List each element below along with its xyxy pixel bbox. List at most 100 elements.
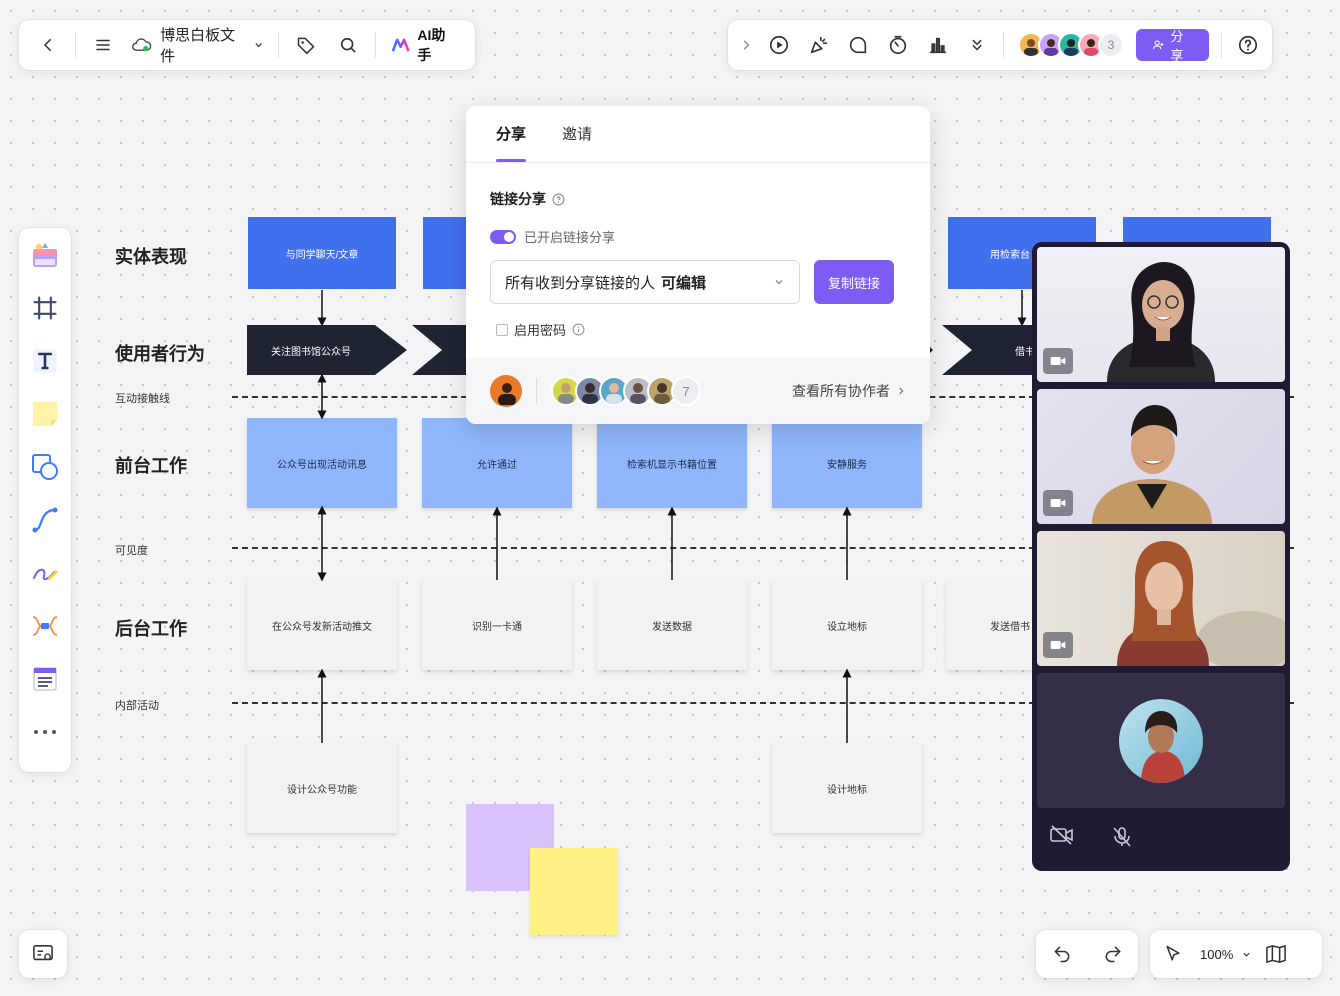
- support-process-box[interactable]: 设计公众号功能: [247, 743, 397, 833]
- video-tile[interactable]: [1037, 389, 1285, 524]
- sub-label-interaction-line: 互动接触线: [115, 393, 170, 405]
- template-button[interactable]: [19, 228, 71, 281]
- toggle-camera-button[interactable]: [1050, 825, 1074, 854]
- chevron-right-icon: [743, 40, 749, 50]
- timer-icon: [889, 35, 907, 55]
- search-button[interactable]: [327, 25, 369, 65]
- help-button[interactable]: [1228, 25, 1268, 65]
- ai-assistant-label: AI助手: [417, 27, 446, 63]
- select-tool-button[interactable]: [1150, 934, 1196, 974]
- chevron-down-icon: [1243, 952, 1250, 957]
- collaborator-avatars[interactable]: 7: [551, 376, 701, 406]
- present-button[interactable]: [759, 25, 799, 65]
- timer-button[interactable]: [878, 25, 918, 65]
- sticky-note-icon: [33, 401, 57, 426]
- divider: [74, 32, 76, 58]
- video-tile[interactable]: [1037, 531, 1285, 666]
- camera-badge: [1043, 632, 1073, 658]
- celebrate-button[interactable]: [799, 25, 839, 65]
- curve-connector-icon: [32, 507, 58, 532]
- microphone-off-icon: [1113, 827, 1131, 847]
- front-stage-box[interactable]: 公众号出现活动讯息: [247, 418, 397, 508]
- link-share-toggle[interactable]: [490, 229, 516, 244]
- more-tools-button[interactable]: [957, 25, 997, 65]
- participant-video: [1117, 541, 1285, 666]
- help-icon[interactable]: [552, 193, 565, 206]
- participant-video: [1092, 405, 1212, 524]
- tag-icon: [297, 37, 315, 55]
- password-checkbox[interactable]: [496, 323, 508, 336]
- avatar: [623, 376, 653, 406]
- behavior-chevron-shape[interactable]: [412, 325, 468, 375]
- permission-select[interactable]: 所有收到分享链接的人可编辑: [490, 260, 800, 304]
- back-stage-box[interactable]: 发送借书: [946, 580, 1036, 670]
- info-icon[interactable]: [572, 323, 585, 336]
- shape-tool[interactable]: [19, 440, 71, 493]
- share-panel-tabs: 分享 邀请: [466, 106, 930, 163]
- entity-box[interactable]: [423, 217, 471, 289]
- back-stage-box[interactable]: 在公众号发新活动推文: [247, 580, 397, 670]
- zoom-dropdown[interactable]: 100%: [1196, 947, 1256, 962]
- file-title-dropdown[interactable]: 博思白板文件: [123, 24, 272, 66]
- tab-share[interactable]: 分享: [496, 123, 527, 162]
- view-all-collaborators-link[interactable]: 查看所有协作者: [792, 381, 906, 401]
- video-tile[interactable]: [1037, 247, 1285, 382]
- text-tool[interactable]: [19, 334, 71, 387]
- behavior-chevron-shape[interactable]: [247, 325, 407, 375]
- row-label-back-stage: 后台工作: [115, 619, 187, 639]
- share-button[interactable]: 分享: [1135, 29, 1210, 63]
- play-icon: [769, 35, 788, 55]
- sticky-note-yellow[interactable]: [530, 848, 618, 935]
- owner-avatar: [490, 375, 522, 407]
- map-view-button[interactable]: [1256, 934, 1296, 974]
- list-tool[interactable]: [19, 652, 71, 705]
- behavior-chevron-shape[interactable]: [942, 325, 1038, 375]
- visibility-line: [232, 547, 1294, 549]
- undo-icon: [1053, 946, 1069, 963]
- divider: [1221, 32, 1223, 58]
- party-popper-icon: [810, 36, 827, 54]
- behavior-chevron-label: 关注图书馆公众号: [271, 346, 351, 358]
- redo-button[interactable]: [1087, 934, 1138, 974]
- vote-button[interactable]: [918, 25, 958, 65]
- back-stage-box[interactable]: 发送数据: [597, 580, 747, 670]
- sticky-note-tool[interactable]: [19, 387, 71, 440]
- collaborator-avatars[interactable]: 3: [1017, 32, 1124, 58]
- search-icon: [340, 37, 356, 53]
- back-stage-box[interactable]: 识别一卡通: [422, 580, 572, 670]
- comment-button[interactable]: [838, 25, 878, 65]
- toggle-microphone-button[interactable]: [1110, 825, 1134, 854]
- link-share-toggle-label: 已开启链接分享: [524, 230, 616, 245]
- mind-map-tool[interactable]: [19, 599, 71, 652]
- minimap-icon: [33, 945, 53, 961]
- help-icon: [1239, 35, 1258, 55]
- back-button[interactable]: [27, 25, 69, 65]
- minimap-button[interactable]: [19, 930, 67, 978]
- tab-invite[interactable]: 邀请: [562, 126, 593, 143]
- link-share-heading: 链接分享: [490, 189, 906, 209]
- collapse-toolbar-button[interactable]: [732, 25, 759, 65]
- front-stage-box[interactable]: 检索机显示书籍位置: [597, 418, 747, 508]
- video-tile-camera-off[interactable]: [1037, 673, 1285, 808]
- front-stage-box[interactable]: 安静服务: [772, 418, 922, 508]
- connector-tool[interactable]: [19, 493, 71, 546]
- copy-link-button[interactable]: 复制链接: [814, 260, 894, 304]
- support-process-box[interactable]: 设计地标: [772, 743, 922, 833]
- entity-box[interactable]: 与同学聊天/文章: [248, 217, 396, 289]
- camera-badge: [1043, 490, 1073, 516]
- menu-button[interactable]: [82, 25, 124, 65]
- pen-tool[interactable]: [19, 546, 71, 599]
- ai-logo-icon: [391, 38, 410, 52]
- link-share-title: 链接分享: [490, 191, 546, 207]
- ai-assistant-button[interactable]: AI助手: [382, 25, 467, 65]
- front-stage-box[interactable]: 允许通过: [422, 418, 572, 508]
- undo-button[interactable]: [1036, 934, 1087, 974]
- divider: [278, 32, 280, 58]
- frame-tool[interactable]: [19, 281, 71, 334]
- more-tools-button[interactable]: [19, 705, 71, 758]
- camera-icon: [1050, 641, 1066, 649]
- sub-label-internal: 内部活动: [115, 700, 159, 712]
- tag-button[interactable]: [285, 25, 327, 65]
- collaborator-count: 7: [671, 376, 701, 406]
- back-stage-box[interactable]: 设立地标: [772, 580, 922, 670]
